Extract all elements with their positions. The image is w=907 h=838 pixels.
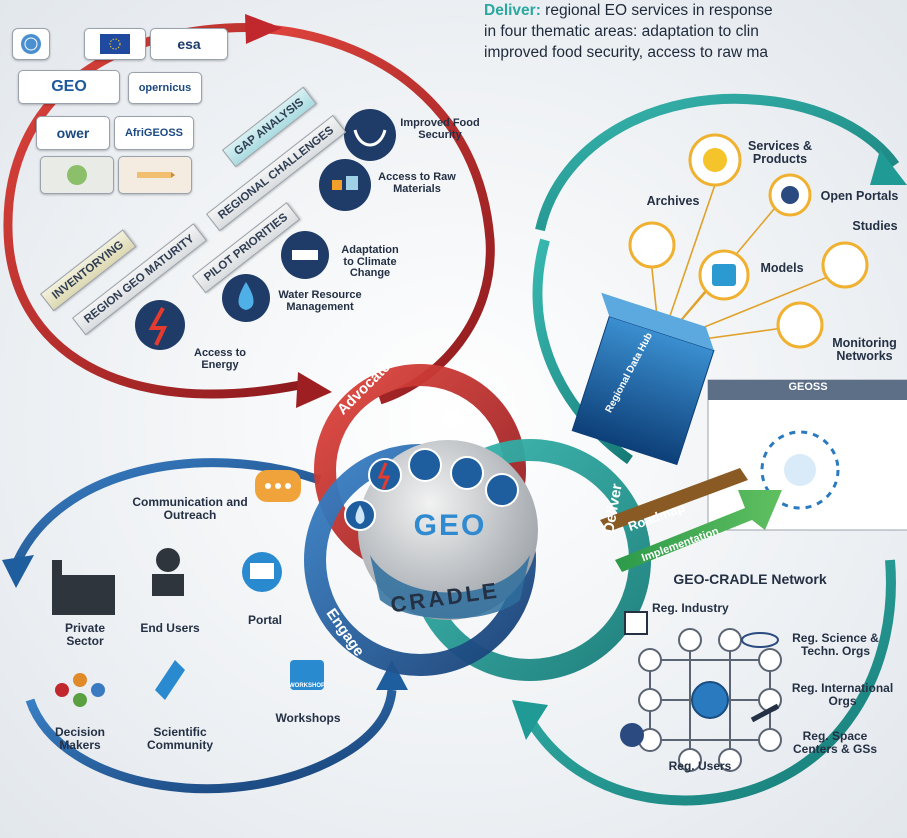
geoss-panel: [707, 379, 907, 531]
label-water-resource: Water Resource Management: [278, 289, 362, 313]
raw-materials-icon: [319, 159, 371, 211]
deliver-icons: [628, 133, 869, 349]
red-arrowhead-top: [245, 14, 282, 44]
label-geoss: GEOSS: [788, 381, 828, 393]
label-climate-change: Adaptation to Climate Change: [341, 244, 399, 280]
users-icon: [620, 723, 644, 747]
archives-icon: [628, 221, 676, 269]
label-reg-international: Reg. International Orgs: [791, 681, 894, 708]
un-logo: [12, 28, 50, 60]
label-archives: Archives: [646, 194, 700, 208]
un-emblem-icon: [21, 34, 41, 54]
workshop-badge: WORKSHOP: [289, 683, 325, 689]
label-communication: Communication and Outreach: [132, 495, 248, 522]
eu-logo: [84, 28, 146, 60]
label-open-portals: Open Portals: [820, 189, 899, 203]
afrigeoss-logo-text: AfriGEOSS: [124, 127, 184, 139]
power-logo-text: ower: [56, 125, 90, 141]
power-logo: ower: [36, 116, 110, 150]
network-graph: [620, 611, 782, 772]
copernicus-logo-text: opernicus: [138, 82, 192, 94]
industry-icon: [624, 611, 648, 635]
end-user-icon: [156, 548, 180, 572]
climate-icon-small: [408, 448, 442, 482]
geoss-board: [707, 379, 907, 531]
science-orbit-icon: [741, 632, 779, 648]
label-end-users: End Users: [140, 621, 200, 635]
microscope-icon: [155, 660, 185, 700]
workshop-icon: [290, 660, 324, 690]
monitoring-networks-icon: [776, 301, 824, 349]
label-monitoring-networks: Monitoring Networks: [832, 336, 897, 364]
geo-logo-center: GEO: [413, 509, 487, 542]
copernicus-logo: opernicus: [128, 72, 202, 104]
label-reg-users: Reg. Users: [668, 759, 732, 773]
seal-icon: [67, 165, 87, 185]
core-thematic-icons: [344, 448, 519, 531]
partner-logo-6: [40, 156, 114, 194]
factory-icon: [60, 575, 115, 615]
network-title: GEO-CRADLE Network: [673, 571, 827, 587]
intro-line-2: in four thematic areas: adaptation to cl…: [484, 23, 759, 40]
esa-logo: esa: [150, 28, 228, 60]
label-decision-makers: Decision Makers: [54, 725, 105, 752]
teal-arrowhead-bottom: [512, 700, 548, 740]
blue-arrowhead-right: [376, 660, 408, 690]
partner-logo-7: [118, 156, 192, 194]
food-icon-small: [485, 473, 519, 507]
regional-data-hub: [571, 292, 715, 466]
label-portal: Portal: [247, 613, 282, 627]
energy-icon-small: [368, 458, 402, 492]
engage-cycle: [2, 458, 408, 794]
label-raw-materials: Access to Raw Materials: [378, 171, 456, 195]
intro-line-1: Deliver: regional EO services in respons…: [484, 0, 907, 21]
label-private-sector: Private Sector: [64, 621, 106, 648]
thematic-icons: [135, 109, 396, 350]
energy-icon: [135, 300, 185, 350]
geo-logo-text: GEO: [51, 78, 87, 95]
label-workshops: Workshops: [275, 711, 341, 725]
label-reg-space: Reg. Space Centers & GSs: [792, 729, 878, 756]
label-food-security: Improved Food Security: [400, 117, 480, 141]
label-models: Models: [760, 261, 804, 275]
eu-flag-icon: [100, 34, 130, 54]
afrigeoss-logo: AfriGEOSS: [114, 116, 194, 150]
label-services-products: Services & Products: [748, 139, 812, 167]
label-reg-science: Reg. Science & Techn. Orgs: [792, 631, 879, 658]
blue-arrowhead-left: [2, 555, 34, 588]
intro-highlight: Deliver:: [484, 2, 541, 19]
food-security-icon: [344, 109, 396, 161]
intro-rest: regional EO services in response: [540, 2, 773, 19]
label-scientific-community: Scientific Community: [147, 725, 213, 752]
decision-makers-icon: [73, 673, 87, 687]
intro-line-3: improved food security, access to raw ma: [484, 44, 768, 61]
studies-icon: [821, 241, 869, 289]
telescope-icon: [750, 703, 780, 723]
engage-icons: [52, 470, 324, 707]
red-arrowhead-bottom: [296, 372, 332, 408]
label-energy: Access to Energy: [194, 347, 246, 371]
raw-materials-icon-small: [450, 456, 484, 490]
roadmap-arrows: [600, 468, 782, 572]
label-reg-industry: Reg. Industry: [652, 601, 729, 615]
deliver-cycle: [512, 93, 907, 806]
pencil-icon: [137, 172, 175, 178]
geo-logo: GEO: [18, 70, 120, 104]
teal-arrowhead-top: [870, 150, 907, 185]
esa-logo-text: esa: [177, 36, 201, 52]
label-studies: Studies: [852, 219, 898, 233]
network-globe-icon: [691, 681, 729, 719]
